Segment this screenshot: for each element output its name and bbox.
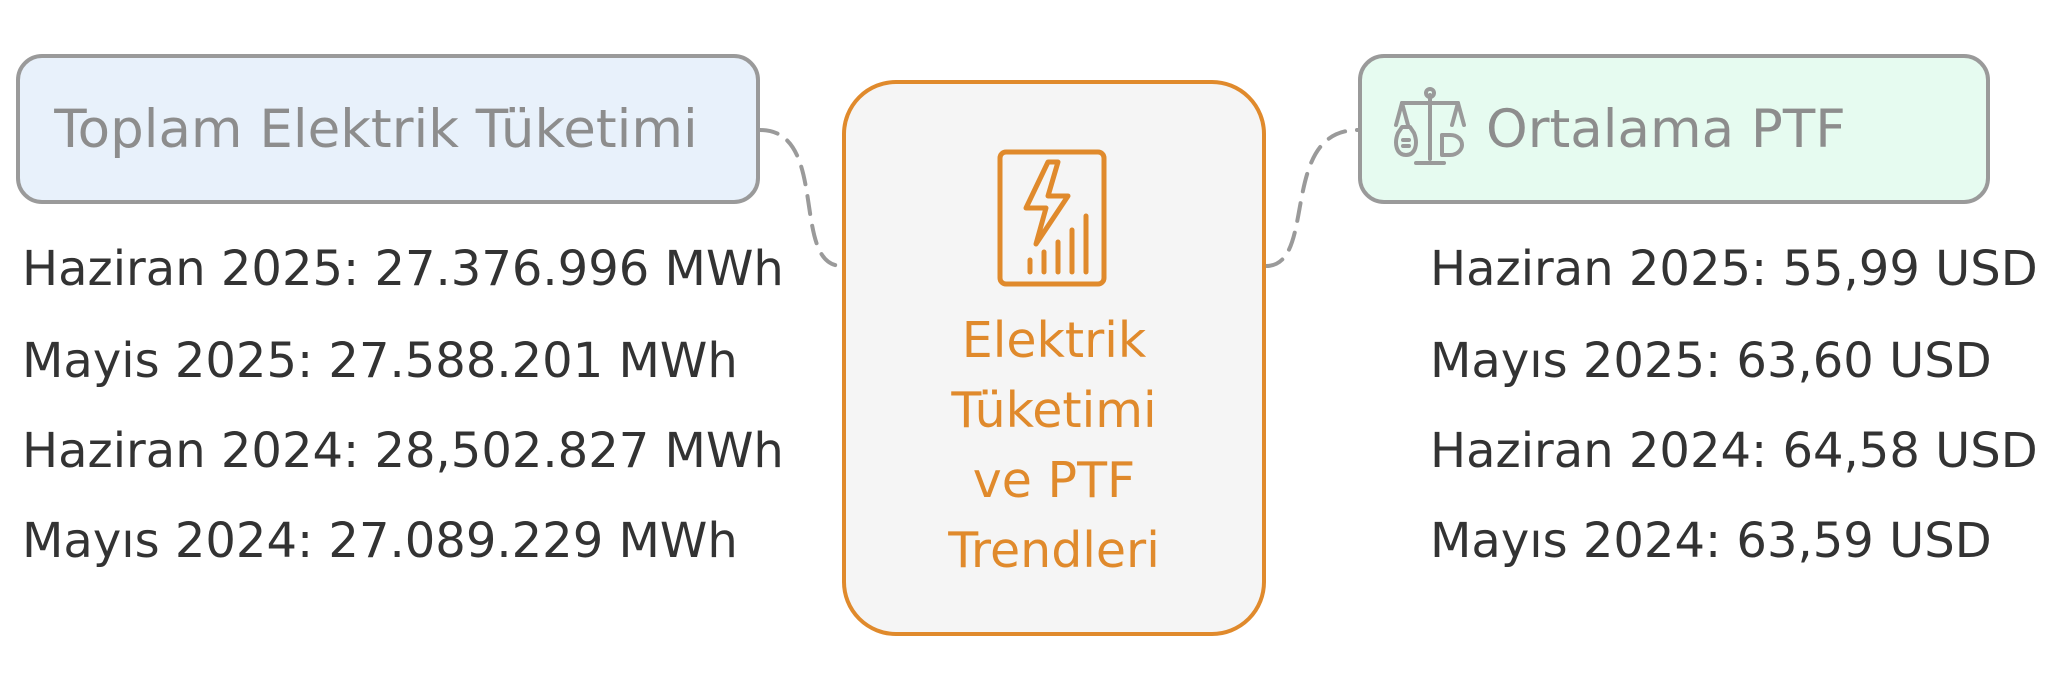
- ptf-item: Haziran 2024: 64,58 USD: [1430, 423, 2038, 479]
- ptf-list: Haziran 2025: 55,99 USD Mayıs 2025: 63,6…: [1430, 241, 2038, 569]
- central-title-line: Elektrik: [961, 312, 1147, 369]
- consumption-title: Toplam Elektrik Tüketimi: [54, 98, 698, 160]
- consumption-item: Haziran 2024: 28,502.827 MWh: [22, 423, 784, 479]
- central-topic-title: Elektrik Tüketimi ve PTF Trendleri: [846, 306, 1262, 586]
- bolt-document-chart-icon: [997, 149, 1107, 287]
- central-topic-card: Elektrik Tüketimi ve PTF Trendleri: [842, 80, 1266, 636]
- right-connector: [1264, 128, 1360, 268]
- consumption-item: Mayıs 2024: 27.089.229 MWh: [22, 513, 738, 569]
- central-title-line: Trendleri: [948, 522, 1160, 579]
- central-title-line: ve PTF: [972, 452, 1136, 509]
- consumption-item: Mayis 2025: 27.588.201 MWh: [22, 333, 738, 389]
- consumption-list: Haziran 2025: 27.376.996 MWh Mayis 2025:…: [22, 241, 784, 569]
- ptf-item: Haziran 2025: 55,99 USD: [1430, 241, 2038, 297]
- scale-money-bag-icon: [1394, 87, 1466, 165]
- ptf-item: Mayıs 2025: 63,60 USD: [1430, 333, 1992, 389]
- ptf-item: Mayıs 2024: 63,59 USD: [1430, 513, 1992, 569]
- ptf-header-box: Ortalama PTF: [1358, 54, 1990, 204]
- ptf-title: Ortalama PTF: [1486, 98, 1846, 160]
- consumption-item: Haziran 2025: 27.376.996 MWh: [22, 241, 784, 297]
- central-title-line: Tüketimi: [951, 382, 1157, 439]
- consumption-header-box: Toplam Elektrik Tüketimi: [16, 54, 760, 204]
- left-connector: [758, 128, 844, 268]
